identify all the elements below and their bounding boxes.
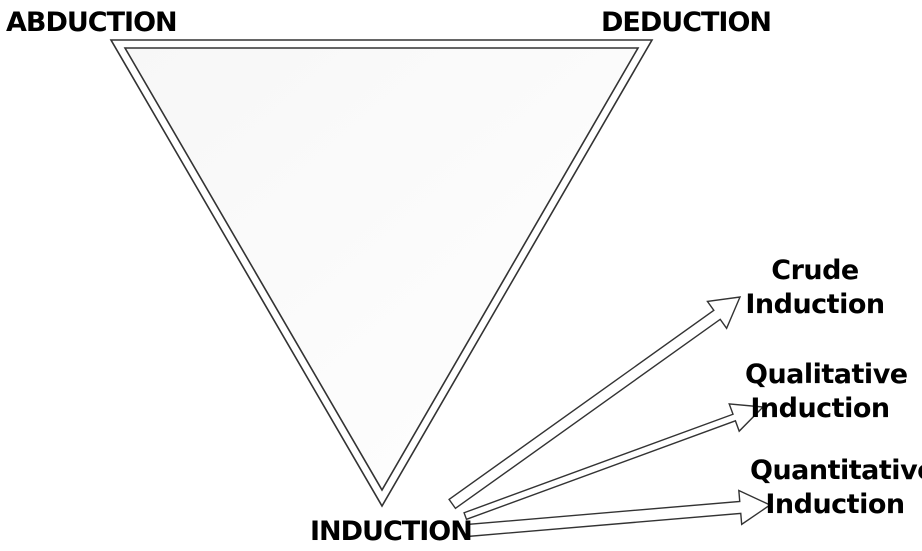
quantitative-induction-line1: Quantitative bbox=[750, 455, 922, 486]
crude-induction-line1: Crude bbox=[771, 255, 859, 286]
qualitative-induction-label: Qualitative Induction bbox=[745, 358, 908, 426]
quantitative-induction-line2: Induction bbox=[765, 489, 905, 520]
arrow-quantitative bbox=[465, 489, 772, 538]
deduction-label: DEDUCTION bbox=[601, 7, 772, 38]
quantitative-induction-label: Quantitative Induction bbox=[750, 454, 922, 522]
qualitative-induction-line2: Induction bbox=[750, 393, 890, 424]
qualitative-induction-line1: Qualitative bbox=[745, 359, 908, 390]
arrow-crude bbox=[448, 296, 742, 510]
crude-induction-line2: Induction bbox=[745, 289, 885, 320]
induction-label: INDUCTION bbox=[310, 516, 473, 547]
crude-induction-label: Crude Induction bbox=[740, 254, 890, 322]
arrow-qualitative bbox=[463, 403, 765, 521]
abduction-label: ABDUCTION bbox=[6, 7, 178, 38]
triangle-inner bbox=[123, 47, 640, 492]
arrows bbox=[448, 296, 772, 538]
